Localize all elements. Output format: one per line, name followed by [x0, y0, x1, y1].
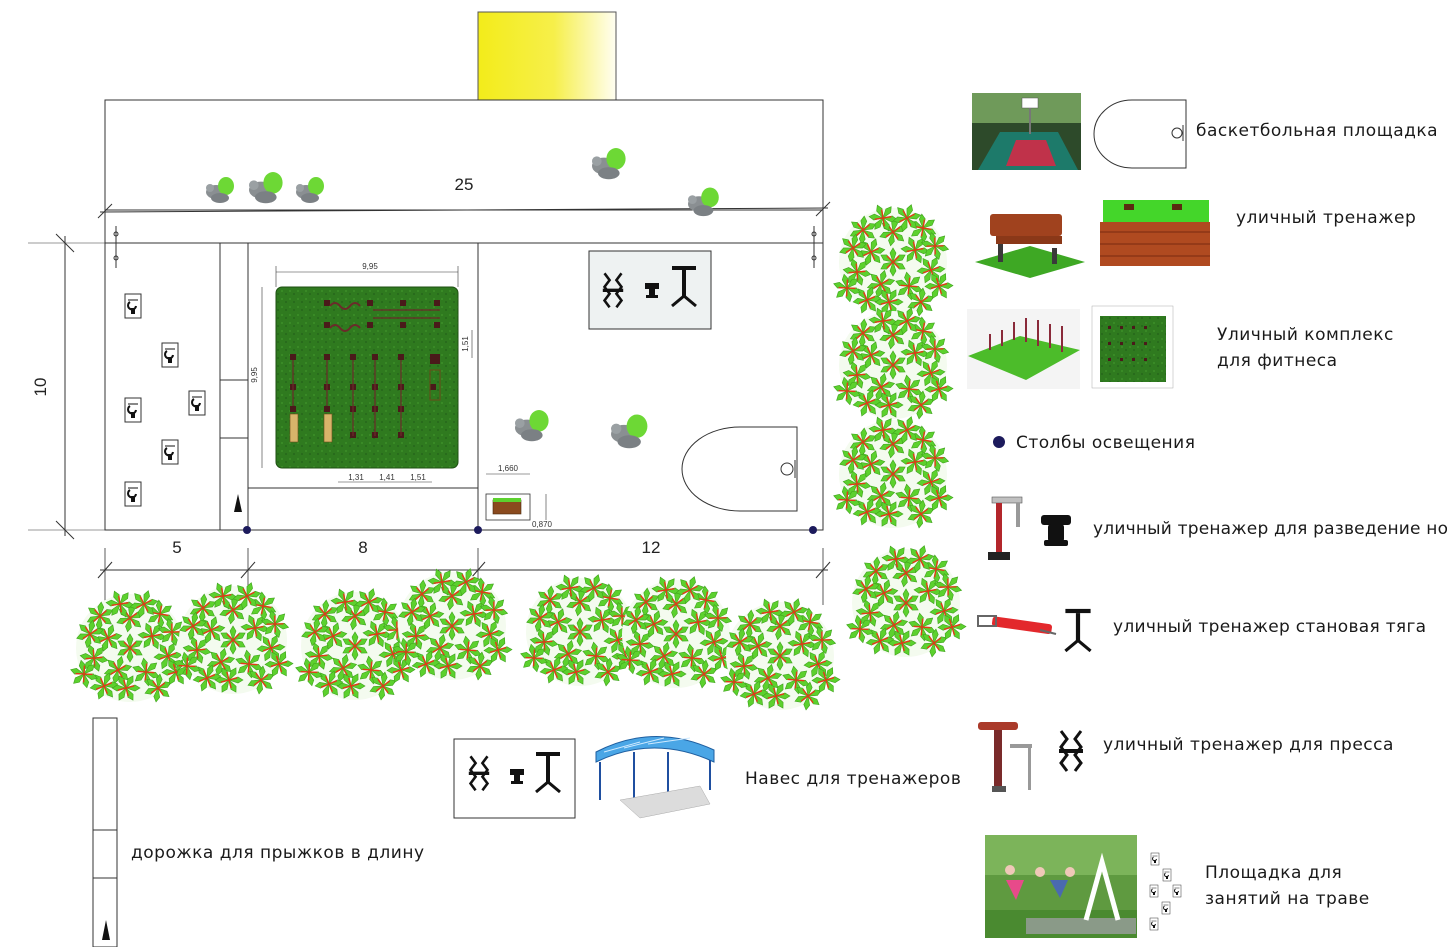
canopy-trainer-group [453, 738, 576, 819]
legend-leg-trainer-icon [1041, 515, 1071, 546]
long-jump-track [92, 717, 118, 947]
legend-deadlift-label: уличный тренажер становая тяга [1113, 617, 1427, 637]
legend-fitness-plan [1091, 305, 1174, 389]
dimension-top-label: 25 [455, 175, 474, 194]
legend-leg-trainer-label: уличный тренажер для разведение ног [1093, 519, 1447, 539]
dimension-bottom-0: 5 [172, 538, 181, 557]
small-equipment-depth: 0,870 [532, 520, 553, 529]
basketball-court-plan [681, 426, 798, 512]
fitness-bottom-gap-2: 1,51 [410, 473, 426, 482]
small-equipment-width: 1,660 [498, 464, 519, 473]
shrub [64, 585, 194, 707]
legend-basketball-photo [972, 93, 1081, 170]
fitness-bottom-gap-1: 1,41 [379, 473, 395, 482]
shrub [386, 563, 516, 685]
canopy-label: Навес для тренажеров [745, 769, 962, 789]
legend-fitness-label: Уличный комплекс для фитнеса [1217, 325, 1394, 371]
dimension-left-label: 10 [31, 378, 50, 397]
trainer-group-plan [588, 250, 712, 330]
fitness-complex: 9,95 9,95 1,51 1,31 1,41 1,51 [250, 262, 473, 483]
dimension-bottom-2: 12 [642, 538, 661, 557]
shrubs [64, 199, 970, 715]
legend-bench-photo [970, 196, 1087, 279]
shrub [827, 411, 957, 533]
shrub [827, 199, 957, 321]
shrub [289, 583, 419, 705]
light-poles [243, 526, 817, 534]
legend-grass-photo [985, 835, 1137, 938]
light-pole [474, 526, 482, 534]
legend-grass-icons [1149, 852, 1182, 931]
legend-fitness-photo [967, 309, 1080, 389]
legend-light-dot [993, 436, 1005, 448]
grass-area-equipment [124, 293, 206, 507]
lamp-icons [113, 226, 817, 268]
legend-press-icon [1057, 729, 1085, 773]
legend-bench-plan [1097, 198, 1214, 278]
shrub [714, 593, 844, 715]
fitness-width-label: 9,95 [362, 262, 378, 271]
building-block [477, 11, 617, 101]
legend-press-pic [978, 722, 1032, 792]
light-pole [243, 526, 251, 534]
shrub [610, 571, 740, 693]
dimension-bottom-1: 8 [358, 538, 367, 557]
fitness-height-label: 9,95 [250, 367, 259, 383]
legend-grass-label: Площадка для занятий на траве [1205, 863, 1370, 909]
long-jump-label: дорожка для прыжков в длину [131, 843, 425, 863]
fitness-gap-right-label: 1,51 [461, 336, 470, 352]
legend-leg-trainer-pic [988, 496, 1023, 560]
legend-press-label: уличный тренажер для пресса [1103, 735, 1394, 755]
legend-deadlift-icon [1063, 607, 1093, 653]
legend-lights-label: Столбы освещения [1016, 433, 1196, 453]
legend-basketball-label: баскетбольная площадка [1196, 121, 1439, 141]
shrub [167, 577, 297, 699]
legend-deadlift-pic [977, 615, 1057, 635]
shrub [840, 540, 970, 662]
dimension-top: 25 [97, 175, 831, 219]
dimension-left: 10 [28, 233, 105, 540]
fitness-bottom-gap-0: 1,31 [348, 473, 364, 482]
shrub [827, 302, 957, 424]
light-pole [809, 526, 817, 534]
canopy-picture [595, 736, 715, 819]
legend-basketball-icon [1093, 99, 1187, 169]
small-equipment: 1,660 0,870 [485, 464, 553, 529]
jump-marker-icon [234, 494, 242, 512]
legend-bench-label: уличный тренажер [1236, 208, 1417, 228]
